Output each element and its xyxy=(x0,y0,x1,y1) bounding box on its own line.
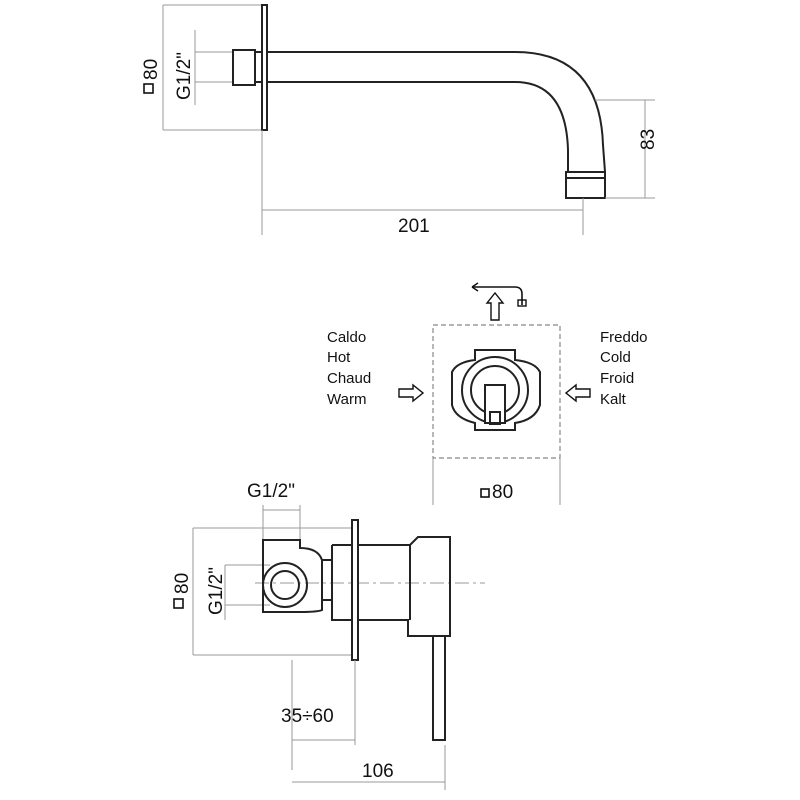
hot-label-en: Hot xyxy=(327,349,351,366)
spout-length-dimension: 201 xyxy=(398,216,430,237)
arrow-left-icon xyxy=(564,383,591,403)
hot-label-de: Warm xyxy=(327,391,366,408)
mixer-depth-dimension: 35÷60 xyxy=(281,706,334,727)
square-icon xyxy=(173,598,184,609)
arrow-up-icon xyxy=(485,291,505,321)
mixer-length-dimension: 106 xyxy=(362,761,394,782)
mixer-top-thread-dimension: G1/2" xyxy=(247,481,295,502)
mixer-square-dimension: 80 xyxy=(172,573,193,594)
spout-icon xyxy=(471,282,527,307)
cold-label-it: Freddo xyxy=(600,329,648,346)
spout-thread-dimension: G1/2" xyxy=(174,52,195,100)
square-icon xyxy=(480,488,490,498)
hot-label-it: Caldo xyxy=(327,329,366,346)
plan-square-dimension: 80 xyxy=(492,482,513,503)
square-icon xyxy=(143,83,154,94)
mixer-plan-view xyxy=(432,324,561,505)
arrow-right-icon xyxy=(398,383,425,403)
mixer-side-thread-dimension: G1/2" xyxy=(206,567,227,615)
mixer-side-view xyxy=(192,505,485,790)
hot-label-fr: Chaud xyxy=(327,370,371,387)
spout-height-dimension: 83 xyxy=(638,129,659,150)
cold-label-en: Cold xyxy=(600,349,631,366)
cold-label-de: Kalt xyxy=(600,391,627,408)
spout-square-dimension: 80 xyxy=(141,59,162,80)
spout-side-view xyxy=(162,4,655,235)
cold-label-fr: Froid xyxy=(600,370,634,387)
